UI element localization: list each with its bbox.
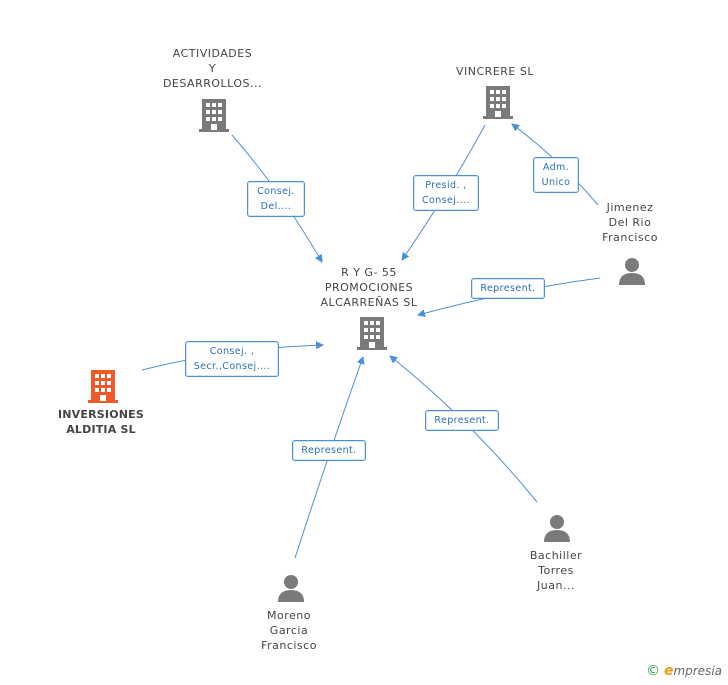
brand-logo[interactable]: © empresia — [646, 663, 722, 679]
brand-initial: e — [663, 663, 674, 679]
building-icon[interactable] — [86, 368, 120, 404]
node-label-moreno[interactable]: Moreno Garcia Francisco — [261, 609, 317, 652]
edge-label-jimenez-vincrere[interactable]: Adm. Unico — [533, 157, 579, 193]
brand-name: mpresia — [673, 664, 722, 678]
edge-label-jimenez-ryg[interactable]: Represent. — [471, 278, 545, 299]
edge-label-moreno-ryg[interactable]: Represent. — [292, 440, 366, 461]
edge-label-inversiones-ryg[interactable]: Consej. , Secr.,Consej.... — [185, 341, 279, 377]
person-icon[interactable] — [617, 256, 647, 286]
building-icon[interactable] — [481, 84, 515, 120]
node-label-jimenez[interactable]: Jimenez Del Rio Francisco — [602, 201, 658, 244]
node-label-ryg55[interactable]: R Y G- 55 PROMOCIONES ALCARREÑAS SL — [320, 266, 418, 309]
building-icon[interactable] — [355, 315, 389, 351]
edge-label-actividades-ryg[interactable]: Consej. Del.... — [247, 181, 305, 217]
edge-label-bachiller-ryg[interactable]: Represent. — [425, 410, 499, 431]
node-label-bachiller[interactable]: Bachiller Torres Juan... — [529, 549, 583, 592]
node-label-inversiones[interactable]: INVERSIONES ALDITIA SL — [57, 408, 144, 436]
node-label-vincrere[interactable]: VINCRERE SL — [456, 65, 534, 78]
copyright-symbol: © — [646, 663, 661, 679]
edge-label-vincrere-ryg[interactable]: Presid. , Consej.... — [413, 175, 479, 211]
person-icon[interactable] — [542, 513, 572, 543]
person-icon[interactable] — [276, 573, 306, 603]
node-label-actividades[interactable]: ACTIVIDADES Y DESARROLLOS... — [162, 47, 263, 90]
building-icon[interactable] — [197, 97, 231, 133]
